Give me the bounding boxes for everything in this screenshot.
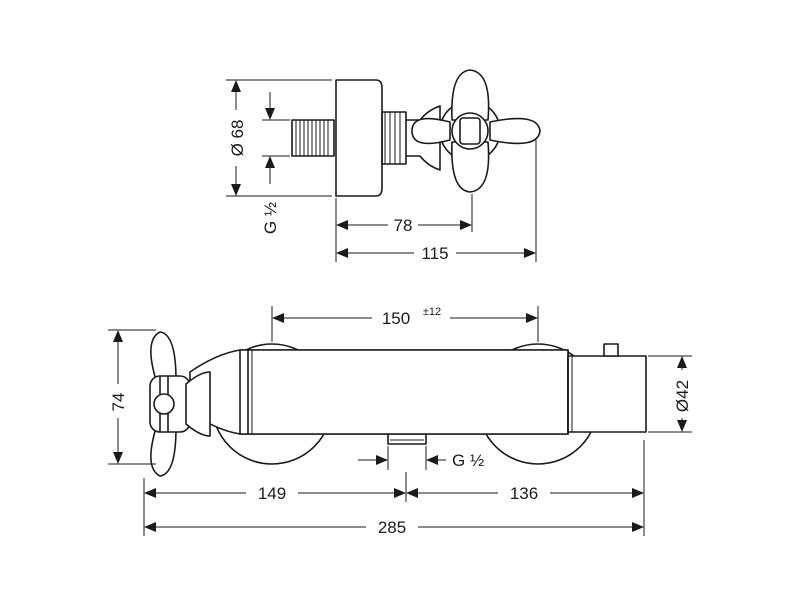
label-length-136: 136 [510, 484, 538, 503]
dimension-total-285: 285 [144, 516, 644, 538]
label-length-285: 285 [378, 518, 406, 537]
label-width-78: 78 [394, 216, 413, 235]
label-width-115: 115 [421, 244, 448, 263]
threaded-connector [291, 119, 335, 157]
hex-nut [381, 111, 407, 165]
dimension-diameter-68: Ø 68 [224, 79, 332, 197]
cross-handle-top [411, 69, 541, 193]
label-diameter-42: Ø42 [673, 380, 692, 412]
dimension-height-74: 74 [106, 329, 156, 465]
dimension-width-78: 78 [335, 194, 473, 262]
dimension-width-115: 115 [336, 140, 537, 264]
label-center-distance: 150 [382, 309, 410, 328]
dimension-thread-top: G ½ [261, 92, 290, 234]
dimension-diameter-42: Ø42 [648, 355, 694, 433]
label-diameter-68: Ø 68 [228, 120, 247, 157]
dimension-left-149: 149 [143, 472, 407, 536]
front-view: 150 ±12 74 Ø42 [106, 304, 694, 538]
thermostat-body [189, 343, 647, 435]
wall-rosette [335, 79, 383, 197]
dimension-thread-bottom: G ½ [358, 446, 484, 470]
cross-handle-front [149, 331, 211, 477]
dimension-right-136: 136 [406, 440, 645, 536]
label-thread-top: G ½ [261, 202, 280, 234]
label-length-149: 149 [258, 484, 286, 503]
top-view: Ø 68 G ½ 78 115 [224, 69, 541, 264]
label-center-tolerance: ±12 [423, 306, 441, 318]
label-height-74: 74 [109, 393, 128, 412]
dimension-center-distance: 150 ±12 [271, 304, 539, 342]
label-thread-bottom: G ½ [452, 451, 484, 470]
